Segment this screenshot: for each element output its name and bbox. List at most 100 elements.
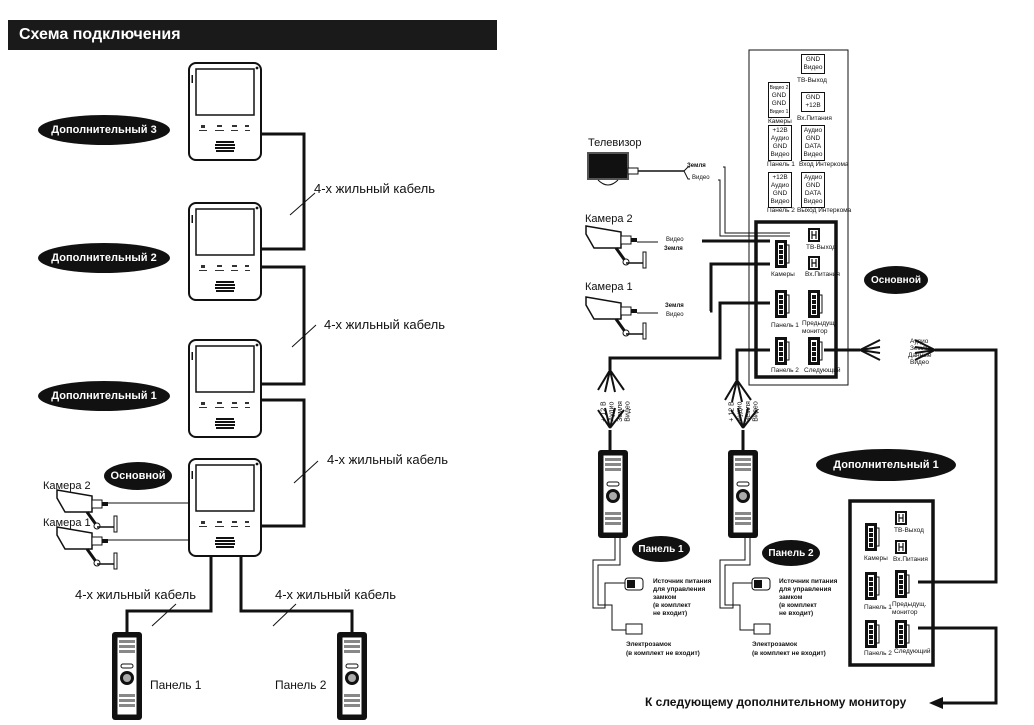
pin: Аудио (803, 127, 823, 134)
pin: GND (805, 56, 821, 63)
pinout-power-in: GND +12В (801, 92, 825, 112)
note-line: замком (779, 594, 803, 601)
note-line: для управления (653, 586, 706, 593)
wire-video-label: Видео (666, 237, 684, 243)
note-line: для управления (779, 586, 832, 593)
pinout-caption: ТВ-Выход (797, 77, 827, 84)
pinout-intercom-out: Аудио GND DATA Видео (801, 172, 825, 208)
pin: GND (772, 190, 788, 197)
connector-label-panel-1: Панель 1 (771, 322, 799, 329)
note-line: (в комплект (653, 602, 691, 609)
monitor-label-additional-2: Дополнительный 2 (38, 243, 170, 273)
cable-label: 4-х жильный кабель (275, 587, 397, 602)
monitor-label-main: Основной (104, 462, 172, 490)
power-source-note-1: Источник питания для управления замком (… (653, 578, 711, 618)
pinout-caption: Выход Интеркома (797, 207, 852, 214)
connector-label-panel-2: Панель 2 (864, 650, 892, 657)
pinout-caption: Камеры (768, 118, 792, 125)
pin: GND (772, 143, 788, 150)
next-monitor-label: К следующему дополнительному монитору (645, 695, 907, 709)
note-line: (в комплект не входит) (626, 650, 700, 657)
wire-label: Земля (744, 401, 752, 422)
connector-label-prev-monitor: Предыдущ. монитор (892, 601, 927, 616)
pin: +12В (772, 127, 788, 134)
cable-label: 4-х жильный кабель (75, 587, 197, 602)
wire-video-label: Видео (692, 175, 710, 181)
camera-2-label: Камера 2 (585, 213, 633, 225)
panel-2-wire-labels: + 12 В Аудио Земля Видео (725, 398, 765, 428)
main-monitor-badge: Основной (864, 266, 928, 294)
pin: Аудио (770, 182, 790, 189)
pin: +12В (805, 102, 821, 109)
wire-ground-label: Земля (664, 246, 683, 252)
connector-label-prev-monitor: Предыдущ. монитор (802, 320, 837, 335)
wire-label: Данные (908, 352, 932, 359)
panel-2-badge: Панель 2 (762, 540, 820, 566)
power-source-note-2: Источник питания для управления замком (… (779, 578, 837, 618)
connector-label-tv-out: ТВ-Выход (806, 244, 836, 251)
wire-ground-label: Земля (665, 303, 684, 309)
pin: GND (805, 135, 821, 142)
pinout-tv-out: GND Видео (801, 54, 825, 74)
cable-label: 4-х жильный кабель (324, 317, 446, 332)
note-line: Электрозамок (752, 641, 798, 648)
pinout-intercom-in: Аудио GND DATA Видео (801, 125, 825, 161)
camera-2-label: Камера 2 (43, 480, 91, 492)
pin: Видео (803, 151, 823, 158)
wire-ground-label: Земля (687, 163, 706, 169)
pinout-panel-2: +12В Аудио GND Видео (768, 172, 792, 208)
cable-label: 4-х жильный кабель (327, 452, 449, 467)
wire-label: Аудио (736, 401, 744, 422)
connector-label-power-in: Вх.Питания (893, 556, 928, 563)
wire-label: Видео (910, 359, 929, 366)
note-line: Источник питания (653, 578, 712, 585)
note-line: замком (653, 594, 677, 601)
wire-label: + 12 В (728, 401, 736, 422)
pin: Видео (803, 198, 823, 205)
pinout-caption: Вх.Питания (797, 115, 832, 122)
wire-label: + 12 В (600, 401, 608, 422)
section-header: Схема подключения (8, 20, 497, 50)
pinout-caption: Вход Интеркома (799, 161, 849, 168)
panel-1-wire-labels: + 12 В Аудио Земля Видео (597, 398, 637, 428)
connector-label-next: Следующий (894, 648, 931, 655)
wire-label: Аудио (910, 338, 929, 345)
connector-label-power-in: Вх.Питания (805, 271, 840, 278)
panel-2-label: Панель 2 (275, 678, 327, 692)
wire-label: Видео (624, 401, 632, 422)
pin: Видео (770, 151, 790, 158)
connector-label-panel-2: Панель 2 (771, 367, 799, 374)
pin: Видео (803, 64, 823, 71)
tv-label: Телевизор (588, 137, 642, 149)
pin: DATA (804, 190, 822, 197)
lock-note-1: Электрозамок (в комплект не входит) (626, 640, 700, 658)
pinout-cameras: Видео 2 GND GND Видео 1 (768, 82, 790, 118)
monitor-label-additional-3: Дополнительный 3 (38, 115, 170, 145)
pin: Аудио (770, 135, 790, 142)
wire-label: Земля (616, 401, 624, 422)
wire-label: Земля (910, 345, 930, 352)
monitor-label-additional-1: Дополнительный 1 (38, 381, 170, 411)
pin: GND (805, 182, 821, 189)
pin: Аудио (803, 174, 823, 181)
note-line: не входит) (653, 610, 688, 617)
pin: GND (805, 94, 821, 101)
note-line: (в комплект не входит) (752, 650, 826, 657)
connector-label-panel-1: Панель 1 (864, 604, 892, 611)
wire-label: Видео (752, 401, 760, 422)
note-line: Источник питания (779, 578, 838, 585)
camera-1-label: Камера 1 (43, 517, 91, 529)
pin: Видео 1 (769, 109, 789, 115)
wire-video-label: Видео (666, 312, 684, 318)
camera-1-label: Камера 1 (585, 281, 633, 293)
connector-label-cameras: Камеры (864, 555, 888, 562)
note-line: (в комплект (779, 602, 817, 609)
pin: +12В (772, 174, 788, 181)
lock-note-2: Электрозамок (в комплект не входит) (752, 640, 826, 658)
pin: GND (771, 100, 787, 107)
wire-label: Аудио (608, 401, 616, 422)
section-title: Схема подключения (19, 26, 181, 43)
pinout-caption: Панель 2 (767, 207, 795, 214)
cable-label: 4-х жильный кабель (314, 181, 436, 196)
